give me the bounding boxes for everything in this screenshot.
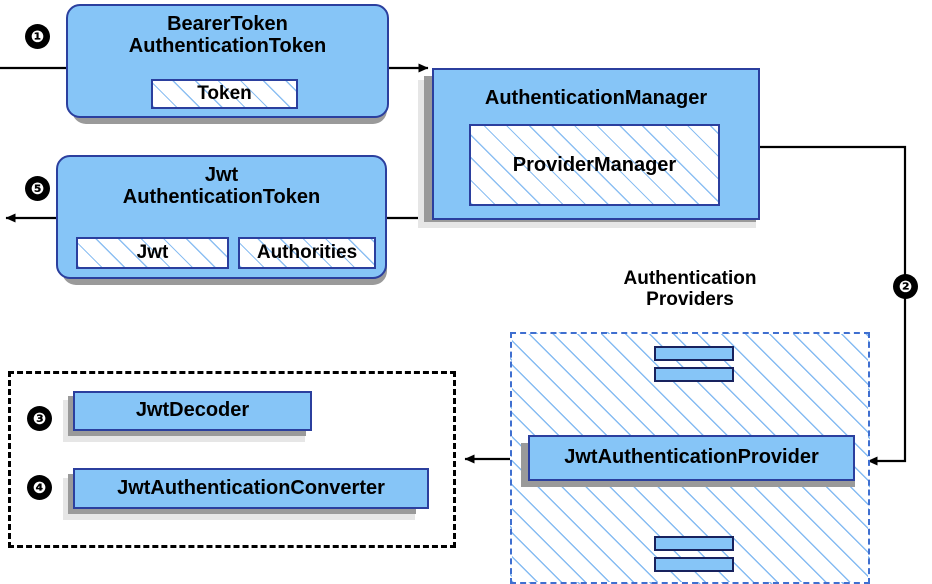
- badge-step-2: ❷: [893, 274, 918, 299]
- bearer-token-title-line2: AuthenticationToken: [128, 34, 327, 57]
- authentication-providers-caption: Authentication Providers: [570, 268, 810, 311]
- authentication-manager-title: AuthenticationManager: [484, 87, 708, 109]
- jwt-token-inner-jwt-label: Jwt: [136, 242, 169, 263]
- jwt-token-inner-authorities-label: Authorities: [256, 242, 358, 263]
- node-jwt-authentication-provider[interactable]: JwtAuthenticationProvider: [528, 435, 855, 481]
- jwt-token-title-line1: Jwt: [204, 164, 239, 186]
- jwt-token-inner-authorities: Authorities: [238, 237, 376, 269]
- provider-stripe-top-2: [654, 367, 734, 382]
- bearer-token-inner-token: Token: [151, 79, 298, 109]
- jwt-components-group: [8, 371, 456, 548]
- providers-caption-line2: Providers: [646, 289, 734, 311]
- badge-step-4: ❹: [27, 475, 52, 500]
- provider-manager-label: ProviderManager: [512, 153, 677, 176]
- badge-step-3-label: ❸: [32, 408, 47, 428]
- jwt-token-title-line2: AuthenticationToken: [122, 185, 321, 208]
- authentication-manager-inner-provider-manager: ProviderManager: [469, 124, 720, 206]
- badge-step-5: ❺: [25, 176, 50, 201]
- badge-step-3: ❸: [27, 406, 52, 431]
- badge-step-1-label: ❶: [30, 26, 45, 46]
- node-jwt-decoder[interactable]: JwtDecoder: [73, 391, 312, 431]
- bearer-token-inner-token-label: Token: [197, 83, 252, 104]
- provider-stripe-top-1: [654, 346, 734, 361]
- bearer-token-title-line1: BearerToken: [167, 13, 288, 35]
- badge-step-2-label: ❷: [898, 276, 913, 296]
- jwt-decoder-label: JwtDecoder: [135, 399, 250, 422]
- jwt-token-inner-jwt: Jwt: [76, 237, 229, 269]
- providers-caption-line1: Authentication: [623, 268, 757, 289]
- provider-stripe-bottom-1: [654, 536, 734, 551]
- node-jwt-authentication-converter[interactable]: JwtAuthenticationConverter: [73, 468, 429, 509]
- badge-step-1: ❶: [25, 24, 50, 49]
- badge-step-5-label: ❺: [30, 178, 45, 198]
- jwt-authentication-converter-label: JwtAuthenticationConverter: [117, 476, 385, 499]
- provider-stripe-bottom-2: [654, 557, 734, 572]
- jwt-authentication-provider-label: JwtAuthenticationProvider: [564, 446, 819, 469]
- badge-step-4-label: ❹: [32, 477, 47, 497]
